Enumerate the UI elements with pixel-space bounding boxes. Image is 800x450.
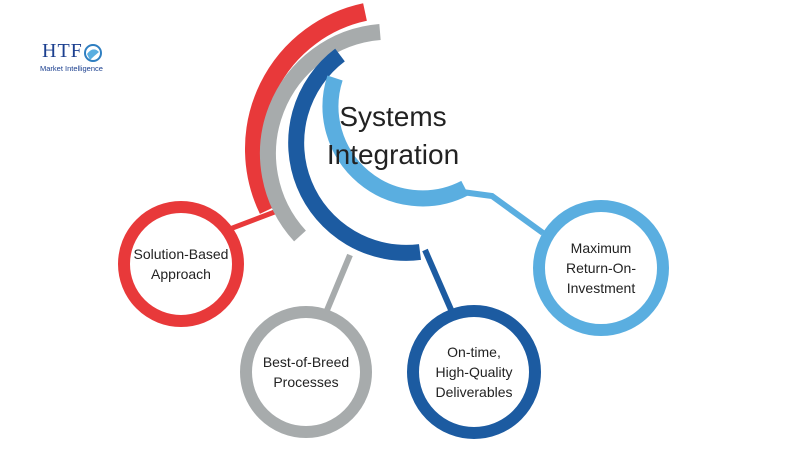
logo-subtitle: Market Intelligence	[40, 64, 103, 73]
node-best-line-1: Best-of-Breed	[262, 354, 350, 370]
title-line-1: Systems	[339, 101, 447, 132]
node-ring-solution	[118, 201, 244, 327]
node-ontime-line-1: On-time,	[447, 344, 501, 360]
node-roi-line-3: Investment	[566, 280, 636, 296]
node-roi-line-2: Return-On-	[565, 260, 637, 276]
connector-ontime	[422, 248, 455, 314]
htf-logo: HTF Market Intelligence	[38, 40, 128, 80]
node-roi-line-1: Maximum	[570, 240, 632, 256]
connector-roi	[461, 189, 545, 236]
node-ontime: On-time, High-Quality Deliverables	[418, 322, 530, 422]
node-ontime-line-2: High-Quality	[435, 364, 513, 380]
arc-dark-blue	[288, 48, 421, 261]
node-best: Best-of-Breed Processes	[251, 330, 361, 414]
node-ring-best	[240, 306, 372, 438]
node-solution: Solution-Based Approach	[129, 222, 233, 306]
node-ring-roi	[533, 200, 669, 336]
title-line-2: Integration	[326, 139, 460, 170]
logo-mark: HTF	[42, 40, 83, 62]
node-ontime-line-3: Deliverables	[435, 384, 513, 400]
connector-best	[322, 253, 353, 317]
node-best-line-2: Processes	[273, 374, 339, 390]
node-roi: Maximum Return-On- Investment	[546, 218, 656, 318]
arc-gray	[259, 24, 381, 242]
globe-icon	[84, 44, 102, 62]
node-solution-line-2: Approach	[151, 266, 211, 282]
diagram-title: Systems Integration	[318, 98, 468, 174]
arc-light-blue	[322, 75, 469, 207]
arc-red	[245, 3, 367, 214]
node-ring-ontime	[407, 305, 541, 439]
node-solution-line-1: Solution-Based	[133, 246, 229, 262]
